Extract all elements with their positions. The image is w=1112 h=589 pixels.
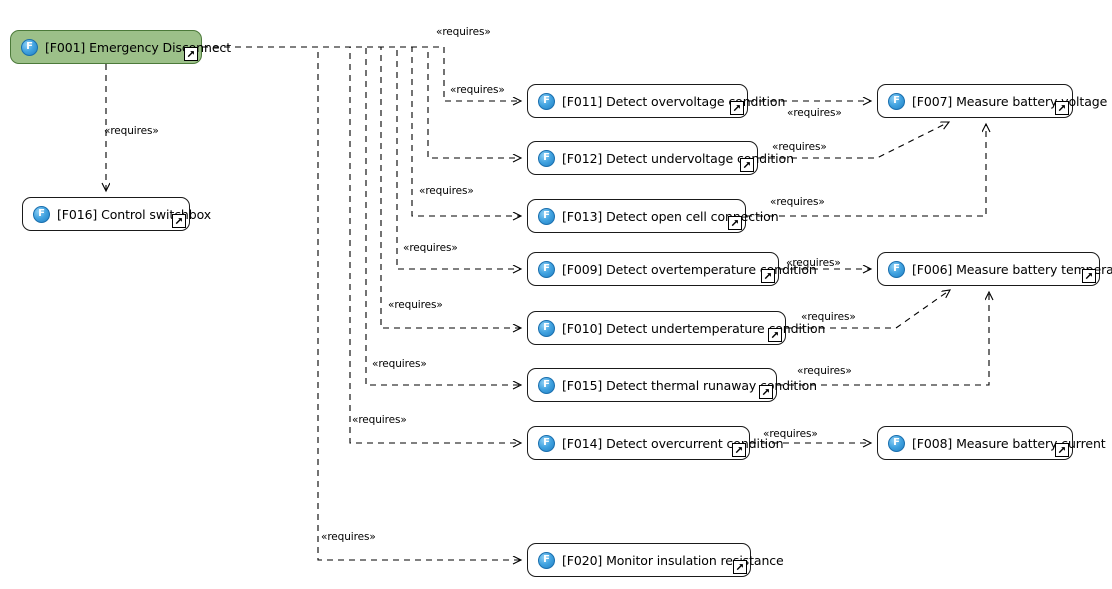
edge-label-requires: «requires» — [787, 107, 842, 119]
hyperlink-arrow-icon[interactable] — [1082, 269, 1096, 283]
edge-label-requires: «requires» — [772, 141, 827, 153]
edge-label-requires: «requires» — [770, 196, 825, 208]
edge-label-requires: «requires» — [388, 299, 443, 311]
node-label: [F016] Control switchbox — [57, 206, 212, 222]
node-f014[interactable]: [F014] Detect overcurrent condition — [527, 426, 783, 460]
edge-label-requires: «requires» — [786, 257, 841, 269]
edge-f001-to-f009[interactable] — [202, 46, 521, 269]
function-icon — [888, 92, 905, 110]
hyperlink-arrow-icon[interactable] — [733, 560, 747, 574]
edge-label-requires: «requires» — [797, 365, 852, 377]
node-f009[interactable]: [F009] Detect overtemperature condition — [527, 252, 817, 286]
edge-f015-to-f006[interactable] — [777, 292, 989, 386]
node-label: [F012] Detect undervoltage condition — [562, 150, 794, 166]
edge-label-requires: «requires» — [352, 414, 407, 426]
node-f006[interactable]: [F006] Measure battery temperature — [877, 252, 1112, 286]
function-icon — [538, 376, 555, 394]
hyperlink-arrow-icon[interactable] — [761, 269, 775, 283]
edge-label-requires: «requires» — [104, 125, 159, 137]
edge-label-requires: «requires» — [372, 358, 427, 370]
hyperlink-arrow-icon[interactable] — [732, 443, 746, 457]
edge-f001-to-f020[interactable] — [202, 46, 521, 560]
hyperlink-arrow-icon[interactable] — [1055, 443, 1069, 457]
node-label: [F011] Detect overvoltage condition — [562, 93, 786, 109]
edge-label-requires: «requires» — [450, 84, 505, 96]
hyperlink-arrow-icon[interactable] — [740, 158, 754, 172]
function-icon — [538, 551, 555, 569]
hyperlink-arrow-icon[interactable] — [759, 385, 773, 399]
edge-label-requires: «requires» — [801, 311, 856, 323]
edge-label-requires: «requires» — [419, 185, 474, 197]
node-f011[interactable]: [F011] Detect overvoltage condition — [527, 84, 785, 118]
node-label: [F020] Monitor insulation resistance — [562, 552, 784, 568]
function-icon — [538, 260, 555, 278]
node-f007[interactable]: [F007] Measure battery voltage — [877, 84, 1107, 118]
function-icon — [888, 434, 905, 452]
hyperlink-arrow-icon[interactable] — [1055, 101, 1069, 115]
node-f015[interactable]: [F015] Detect thermal runaway condition — [527, 368, 817, 402]
edge-label-requires: «requires» — [403, 242, 458, 254]
function-icon — [538, 149, 555, 167]
function-icon — [538, 434, 555, 452]
node-label: [F006] Measure battery temperature — [912, 261, 1112, 277]
node-f012[interactable]: [F012] Detect undervoltage condition — [527, 141, 794, 175]
hyperlink-arrow-icon[interactable] — [184, 47, 198, 61]
edge-paths — [106, 46, 989, 560]
node-f001[interactable]: [F001] Emergency Disconnect — [10, 30, 231, 64]
edge-label-requires: «requires» — [436, 26, 491, 38]
node-label: [F015] Detect thermal runaway condition — [562, 377, 817, 393]
function-icon — [538, 92, 555, 110]
hyperlink-arrow-icon[interactable] — [768, 328, 782, 342]
node-f016[interactable]: [F016] Control switchbox — [22, 197, 211, 231]
edge-f013-to-f007[interactable] — [746, 124, 986, 217]
function-icon — [538, 207, 555, 225]
hyperlink-arrow-icon[interactable] — [730, 101, 744, 115]
edge-f010-to-f006[interactable] — [786, 290, 950, 329]
node-label: [F009] Detect overtemperature condition — [562, 261, 817, 277]
node-f013[interactable]: [F013] Detect open cell connection — [527, 199, 779, 233]
hyperlink-arrow-icon[interactable] — [172, 214, 186, 228]
edge-f001-to-f014[interactable] — [202, 46, 521, 443]
hyperlink-arrow-icon[interactable] — [728, 216, 742, 230]
edge-label-requires: «requires» — [321, 531, 376, 543]
edge-label-requires: «requires» — [763, 428, 818, 440]
function-icon — [33, 205, 50, 223]
node-label: [F013] Detect open cell connection — [562, 208, 779, 224]
node-label: [F010] Detect undertemperature condition — [562, 320, 826, 336]
node-label: [F008] Measure battery current — [912, 435, 1106, 451]
node-label: [F007] Measure battery voltage — [912, 93, 1108, 109]
function-icon — [21, 38, 38, 56]
node-label: [F014] Detect overcurrent condition — [562, 435, 784, 451]
node-f020[interactable]: [F020] Monitor insulation resistance — [527, 543, 784, 577]
edge-f001-to-f012[interactable] — [202, 46, 521, 158]
node-f008[interactable]: [F008] Measure battery current — [877, 426, 1106, 460]
function-icon — [538, 319, 555, 337]
node-label: [F001] Emergency Disconnect — [45, 39, 231, 55]
function-icon — [888, 260, 905, 278]
node-f010[interactable]: [F010] Detect undertemperature condition — [527, 311, 825, 345]
